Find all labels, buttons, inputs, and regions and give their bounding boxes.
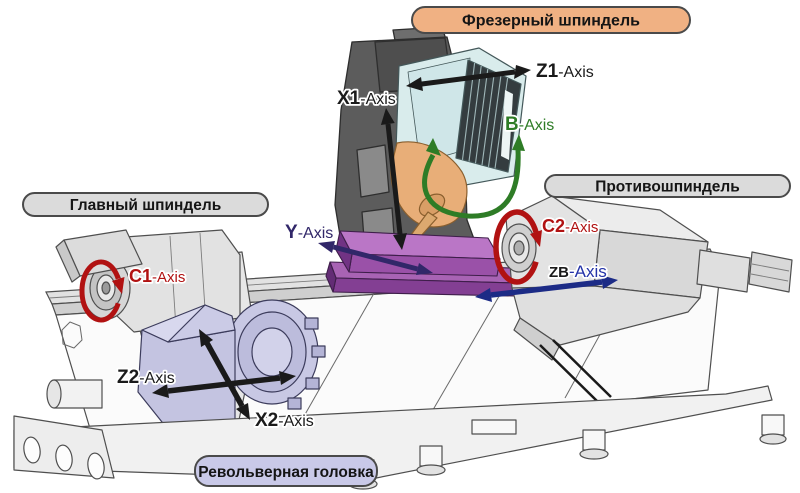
main-spindle-callout-label: Главный шпиндель	[70, 197, 221, 214]
column-cutout	[356, 144, 390, 198]
counter-bracket	[696, 249, 751, 293]
y-axis-arrow	[318, 241, 433, 275]
z2-axis-arrow	[152, 371, 296, 398]
headstock-bracket-side	[55, 239, 81, 283]
x1-axis-label: X1-Axis	[337, 88, 396, 109]
counter-spindle-callout: Противошпиндель	[544, 174, 791, 198]
turret-head-unit	[137, 299, 326, 433]
turret-callout-label: Револьверная головка	[198, 464, 374, 481]
b-axis-arrow	[422, 134, 525, 219]
turret-disk-hub	[251, 327, 293, 377]
turret-tool-pocket	[304, 317, 319, 330]
pedestal-hole	[87, 452, 105, 480]
y-axis-label: Y-Axis	[285, 222, 333, 243]
counter-chuck-bore	[513, 240, 525, 256]
c2-axis-arrow	[493, 209, 542, 285]
c2-axis-label: C2-Axis	[542, 216, 598, 236]
c1-axis-label: C1-Axis	[129, 266, 185, 286]
c1-axis-arrow	[79, 259, 125, 323]
z1-axis-label: Z1-Axis	[536, 61, 594, 82]
pedestal-hole	[23, 436, 41, 464]
cable-line	[552, 339, 612, 398]
hex-cutout	[61, 321, 83, 349]
aux-motor-cap	[46, 379, 62, 409]
aux-motor	[53, 379, 103, 409]
b-axis-label: B-Axis	[505, 114, 554, 135]
main-spindle-callout: Главный шпиндель	[22, 192, 269, 217]
x2-axis-label: X2-Axis	[255, 410, 314, 431]
head-housing	[390, 141, 468, 228]
machine-foot	[759, 414, 787, 445]
slide-lower-side	[325, 261, 337, 293]
turret-tool-pocket	[311, 345, 326, 358]
pedestal-hole	[55, 444, 73, 472]
zb-axis-arrow	[475, 275, 618, 302]
bed-end-bracket	[748, 251, 793, 293]
z1-axis-arrow	[406, 65, 531, 91]
turret-carriage-right	[167, 304, 236, 343]
base-cutout	[471, 419, 517, 435]
z2-axis-label: Z2-Axis	[117, 367, 175, 388]
cable-line	[539, 344, 599, 403]
x1-axis-arrow	[380, 108, 407, 250]
milling-spindle-callout-label: Фрезерный шпиндель	[462, 13, 640, 30]
machine-foot	[416, 445, 446, 476]
motor-label-strip	[501, 90, 513, 160]
zb-axis-label: ZB-Axis	[549, 262, 607, 281]
y-cross-slide	[325, 230, 518, 297]
counter-spindle-callout-label: Противошпиндель	[595, 179, 740, 196]
milling-spindle-callout: Фрезерный шпиндель	[411, 6, 691, 34]
x2-axis-arrow	[199, 329, 250, 420]
machine-foot	[579, 429, 609, 460]
main-chuck-bore	[101, 281, 111, 295]
counter-wedge-edge	[513, 317, 561, 361]
turret-tool-pocket	[305, 377, 320, 390]
turret-callout: Револьверная головка	[194, 455, 378, 487]
turret-tool-pocket	[287, 397, 302, 410]
